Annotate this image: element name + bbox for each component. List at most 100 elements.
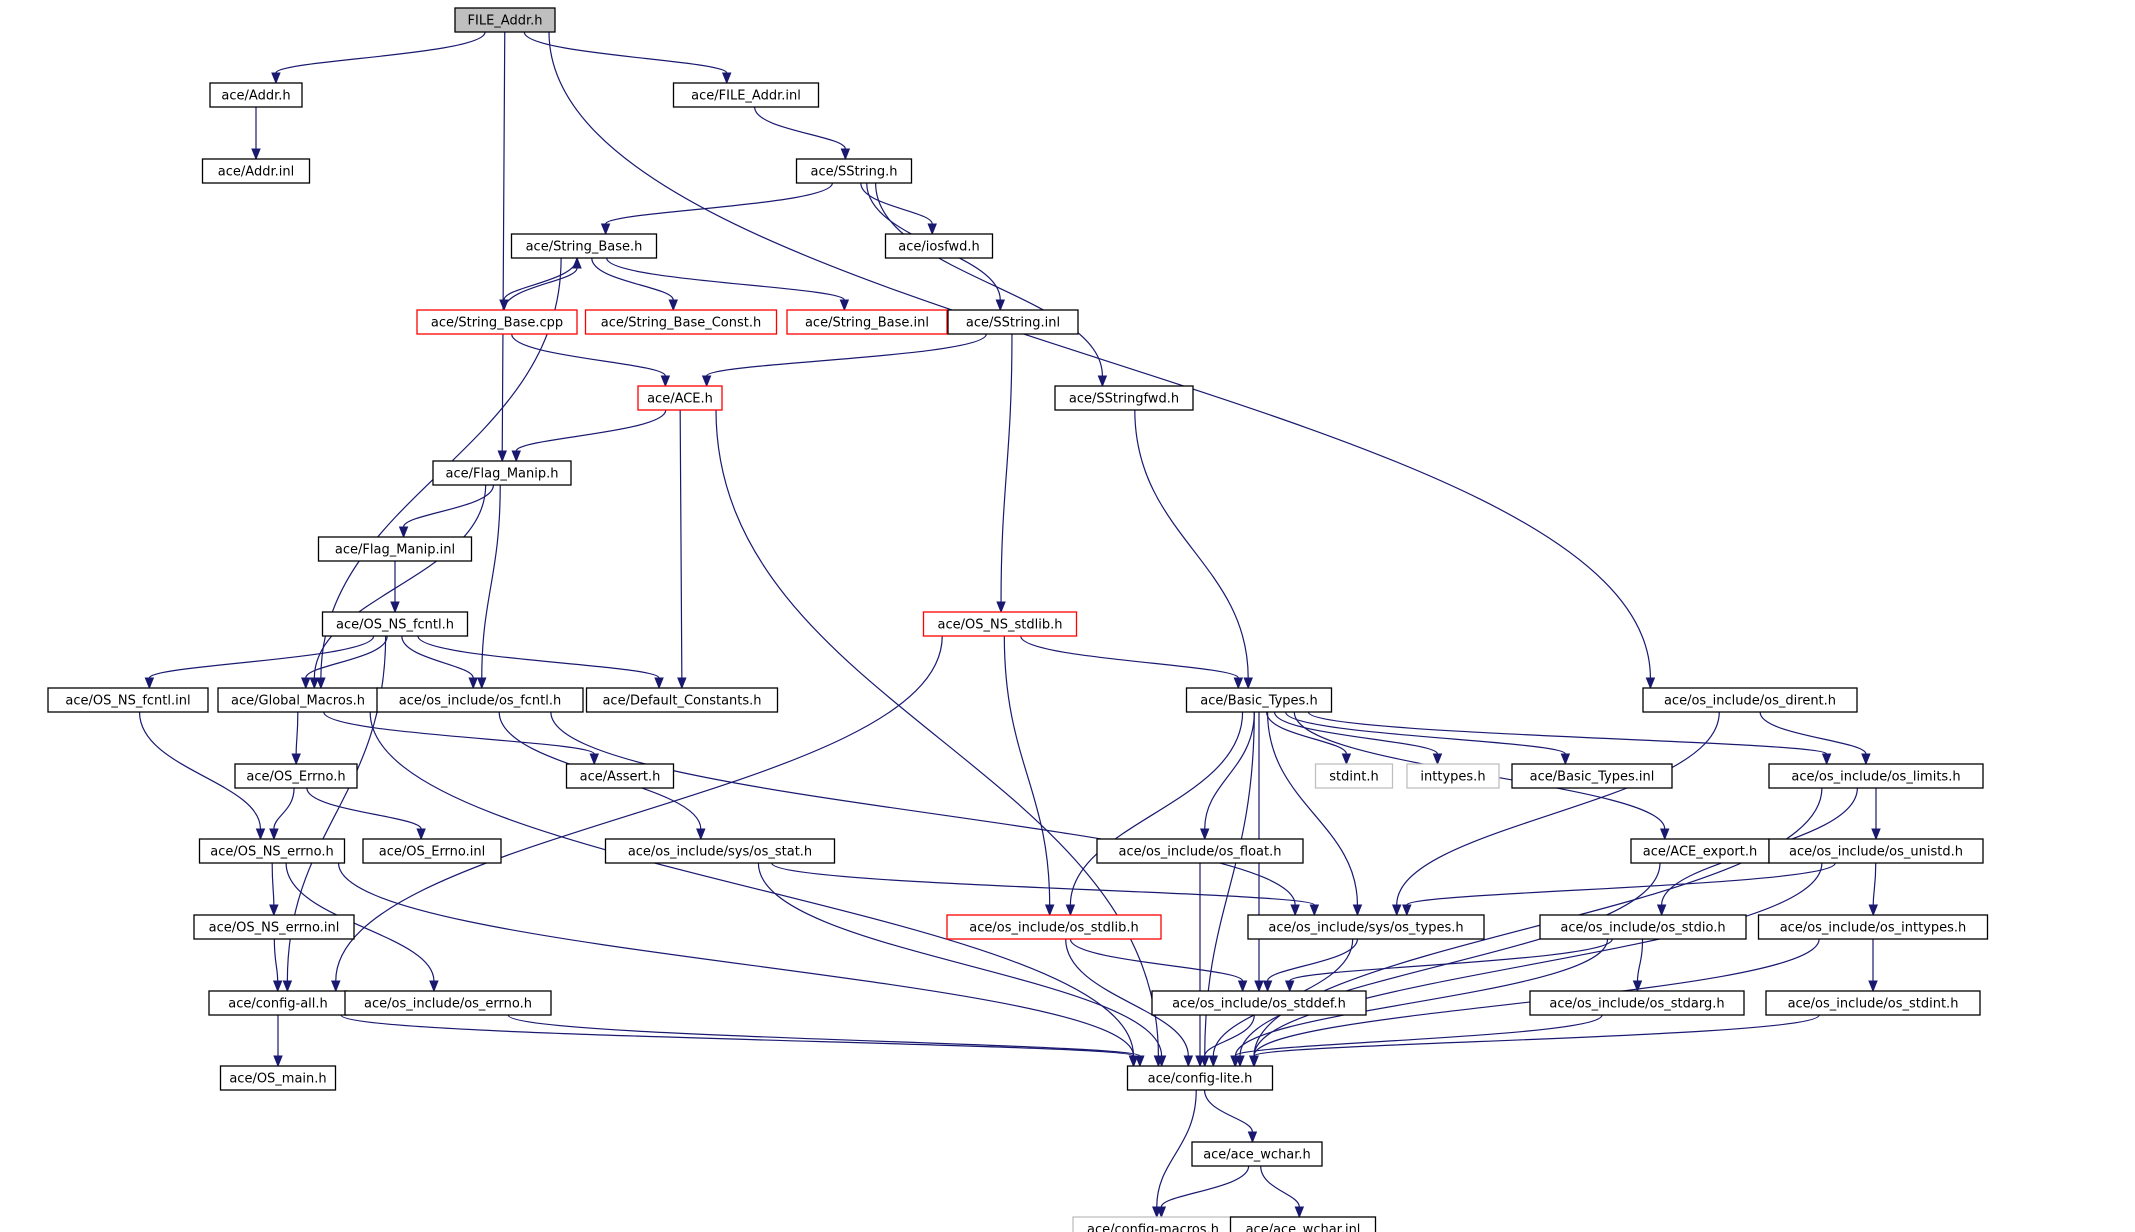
node-label: ace/os_include/sys/os_stat.h <box>628 845 812 860</box>
node-ace-wchar-h[interactable]: ace/ace_wchar.h <box>1191 1141 1323 1167</box>
node-inttypes-h[interactable]: inttypes.h <box>1406 763 1500 789</box>
node-box <box>321 611 469 637</box>
node-sys-os-stat-h[interactable]: ace/os_include/sys/os_stat.h <box>604 838 836 864</box>
node-os-errno-h2[interactable]: ace/os_include/os_errno.h <box>344 990 552 1016</box>
node-label: ace/String_Base_Const.h <box>601 316 761 331</box>
node-string-base-h[interactable]: ace/String_Base.h <box>510 233 658 259</box>
arrowhead-icon <box>589 753 599 766</box>
node-default-constants-h[interactable]: ace/Default_Constants.h <box>585 687 779 713</box>
node-box <box>922 611 1078 637</box>
edge-line <box>1156 1089 1197 1208</box>
edge-basic_types_h-to-sys_os_types_h <box>1266 711 1363 917</box>
node-file-addr-inl[interactable]: ace/FILE_Addr.inl <box>672 82 820 108</box>
node-box <box>1765 990 1981 1016</box>
node-os-stddef-h[interactable]: ace/os_include/os_stddef.h <box>1151 990 1367 1016</box>
node-flag-manip-h[interactable]: ace/Flag_Manip.h <box>432 460 572 486</box>
node-os-main-h[interactable]: ace/OS_main.h <box>219 1065 337 1091</box>
arrowhead-icon <box>1199 1055 1210 1068</box>
edge-os_ns_errno_h-to-os_errno_h2 <box>285 862 439 993</box>
node-string-base-inl[interactable]: ace/String_Base.inl <box>786 309 948 335</box>
node-addr-inl[interactable]: ace/Addr.inl <box>201 158 311 184</box>
edge-basic_types_h-to-basic_types_inl <box>1285 711 1571 766</box>
node-os-ns-stdlib-h[interactable]: ace/OS_NS_stdlib.h <box>922 611 1078 637</box>
edge-os_stddef_h-to-config_lite_h <box>1199 1014 1255 1068</box>
edge-line <box>271 862 275 906</box>
node-os-stdlib-h[interactable]: ace/os_include/os_stdlib.h <box>946 914 1162 940</box>
node-os-ns-fcntl-h[interactable]: ace/OS_NS_fcntl.h <box>321 611 469 637</box>
edge-line <box>1239 862 1661 1057</box>
edge-sstring_inl-to-os_ns_stdlib_h <box>996 333 1013 614</box>
edge-os_inttypes_h-to-os_stdint_h <box>1868 939 1878 993</box>
edge-line <box>1204 711 1255 830</box>
edge-line <box>1307 711 1828 755</box>
node-os-unistd-h[interactable]: ace/os_include/os_unistd.h <box>1768 838 1984 864</box>
node-label: ace/os_include/os_stdlib.h <box>969 921 1138 936</box>
node-config-all-h[interactable]: ace/config-all.h <box>208 990 348 1016</box>
arrowhead-icon <box>1402 904 1412 917</box>
edge-file_addr_h-to-flag_manip_h <box>497 31 507 463</box>
node-sstring-h[interactable]: ace/SString.h <box>795 158 913 184</box>
edge-os_errno_h2-to-config_lite_h <box>507 1014 1145 1068</box>
node-os-dirent-h[interactable]: ace/os_include/os_dirent.h <box>1642 687 1858 713</box>
node-box <box>432 460 572 486</box>
node-box <box>1191 1141 1323 1167</box>
arrowhead-icon <box>996 601 1006 614</box>
edge-line <box>771 862 1315 906</box>
edge-string_base_cpp-to-string_base_h <box>503 256 582 311</box>
edge-line <box>1636 938 1644 982</box>
node-os-ns-errno-h[interactable]: ace/OS_NS_errno.h <box>198 838 346 864</box>
node-os-errno-h[interactable]: ace/OS_Errno.h <box>234 763 358 789</box>
node-ace-wchar-inl[interactable]: ace/ace_wchar.inl <box>1229 1216 1377 1232</box>
arrowhead-icon <box>1341 753 1352 766</box>
arrowhead-icon <box>1352 904 1363 917</box>
node-file-addr-h[interactable]: FILE_Addr.h <box>454 7 556 33</box>
node-os-errno-inl[interactable]: ace/OS_Errno.inl <box>362 838 502 864</box>
node-addr-h[interactable]: ace/Addr.h <box>209 82 303 108</box>
node-os-inttypes-h[interactable]: ace/os_include/os_inttypes.h <box>1757 914 1989 940</box>
node-os-float-h[interactable]: ace/os_include/os_float.h <box>1096 838 1304 864</box>
node-sstringfwd-h[interactable]: ace/SStringfwd.h <box>1054 385 1194 411</box>
edge-line <box>1203 1089 1254 1133</box>
edge-line <box>875 182 1103 377</box>
node-box <box>1247 914 1485 940</box>
node-os-ns-fcntl-inl[interactable]: ace/OS_NS_fcntl.inl <box>47 687 209 713</box>
node-os-fcntl-h[interactable]: ace/os_include/os_fcntl.h <box>376 687 584 713</box>
node-string-base-const-h[interactable]: ace/String_Base_Const.h <box>584 309 778 335</box>
node-iosfwd-h[interactable]: ace/iosfwd.h <box>884 233 994 259</box>
node-ace-h[interactable]: ace/ACE.h <box>637 385 723 411</box>
edge-line <box>481 484 501 679</box>
node-os-stdio-h[interactable]: ace/os_include/os_stdio.h <box>1539 914 1747 940</box>
node-basic-types-h[interactable]: ace/Basic_Types.h <box>1185 687 1333 713</box>
node-label: ace/config-all.h <box>228 997 328 1012</box>
node-os-stdarg-h[interactable]: ace/os_include/os_stdarg.h <box>1529 990 1745 1016</box>
edge-line <box>1266 938 1359 982</box>
node-ace-export-h[interactable]: ace/ACE_export.h <box>1630 838 1770 864</box>
node-config-macros-h[interactable]: ace/config-macros.h <box>1072 1216 1234 1232</box>
node-box <box>208 990 348 1016</box>
edge-os_ns_stdlib_h-to-os_stdlib_h <box>1003 635 1055 917</box>
node-os-limits-h[interactable]: ace/os_include/os_limits.h <box>1768 763 1984 789</box>
node-label: ace/os_include/os_inttypes.h <box>1780 921 1967 936</box>
node-label: ace/os_include/os_errno.h <box>364 997 532 1012</box>
node-sys-os-types-h[interactable]: ace/os_include/sys/os_types.h <box>1247 914 1485 940</box>
arrowhead-icon <box>468 677 478 690</box>
arrowhead-icon <box>1560 753 1571 766</box>
node-label: ace/Assert.h <box>580 770 661 785</box>
node-global-macros-h[interactable]: ace/Global_Macros.h <box>217 687 379 713</box>
arrowhead-icon <box>1199 828 1210 841</box>
edge-line <box>1065 938 1189 1057</box>
node-config-lite-h[interactable]: ace/config-lite.h <box>1126 1065 1274 1091</box>
edge-line <box>1020 635 1239 679</box>
node-label: ace/Addr.h <box>221 89 290 104</box>
node-stdint-h[interactable]: stdint.h <box>1314 763 1394 789</box>
node-sstring-inl[interactable]: ace/SString.inl <box>947 309 1079 335</box>
node-basic-types-inl[interactable]: ace/Basic_Types.inl <box>1511 763 1673 789</box>
node-os-stdint-h[interactable]: ace/os_include/os_stdint.h <box>1765 990 1981 1016</box>
edge-line <box>275 31 486 74</box>
node-assert-h[interactable]: ace/Assert.h <box>565 763 675 789</box>
node-string-base-cpp[interactable]: ace/String_Base.cpp <box>416 309 578 335</box>
node-os-ns-errno-inl[interactable]: ace/OS_NS_errno.inl <box>193 914 355 940</box>
node-box <box>1314 763 1394 789</box>
node-flag-manip-inl[interactable]: ace/Flag_Manip.inl <box>317 536 473 562</box>
edge-line <box>1273 711 1439 755</box>
